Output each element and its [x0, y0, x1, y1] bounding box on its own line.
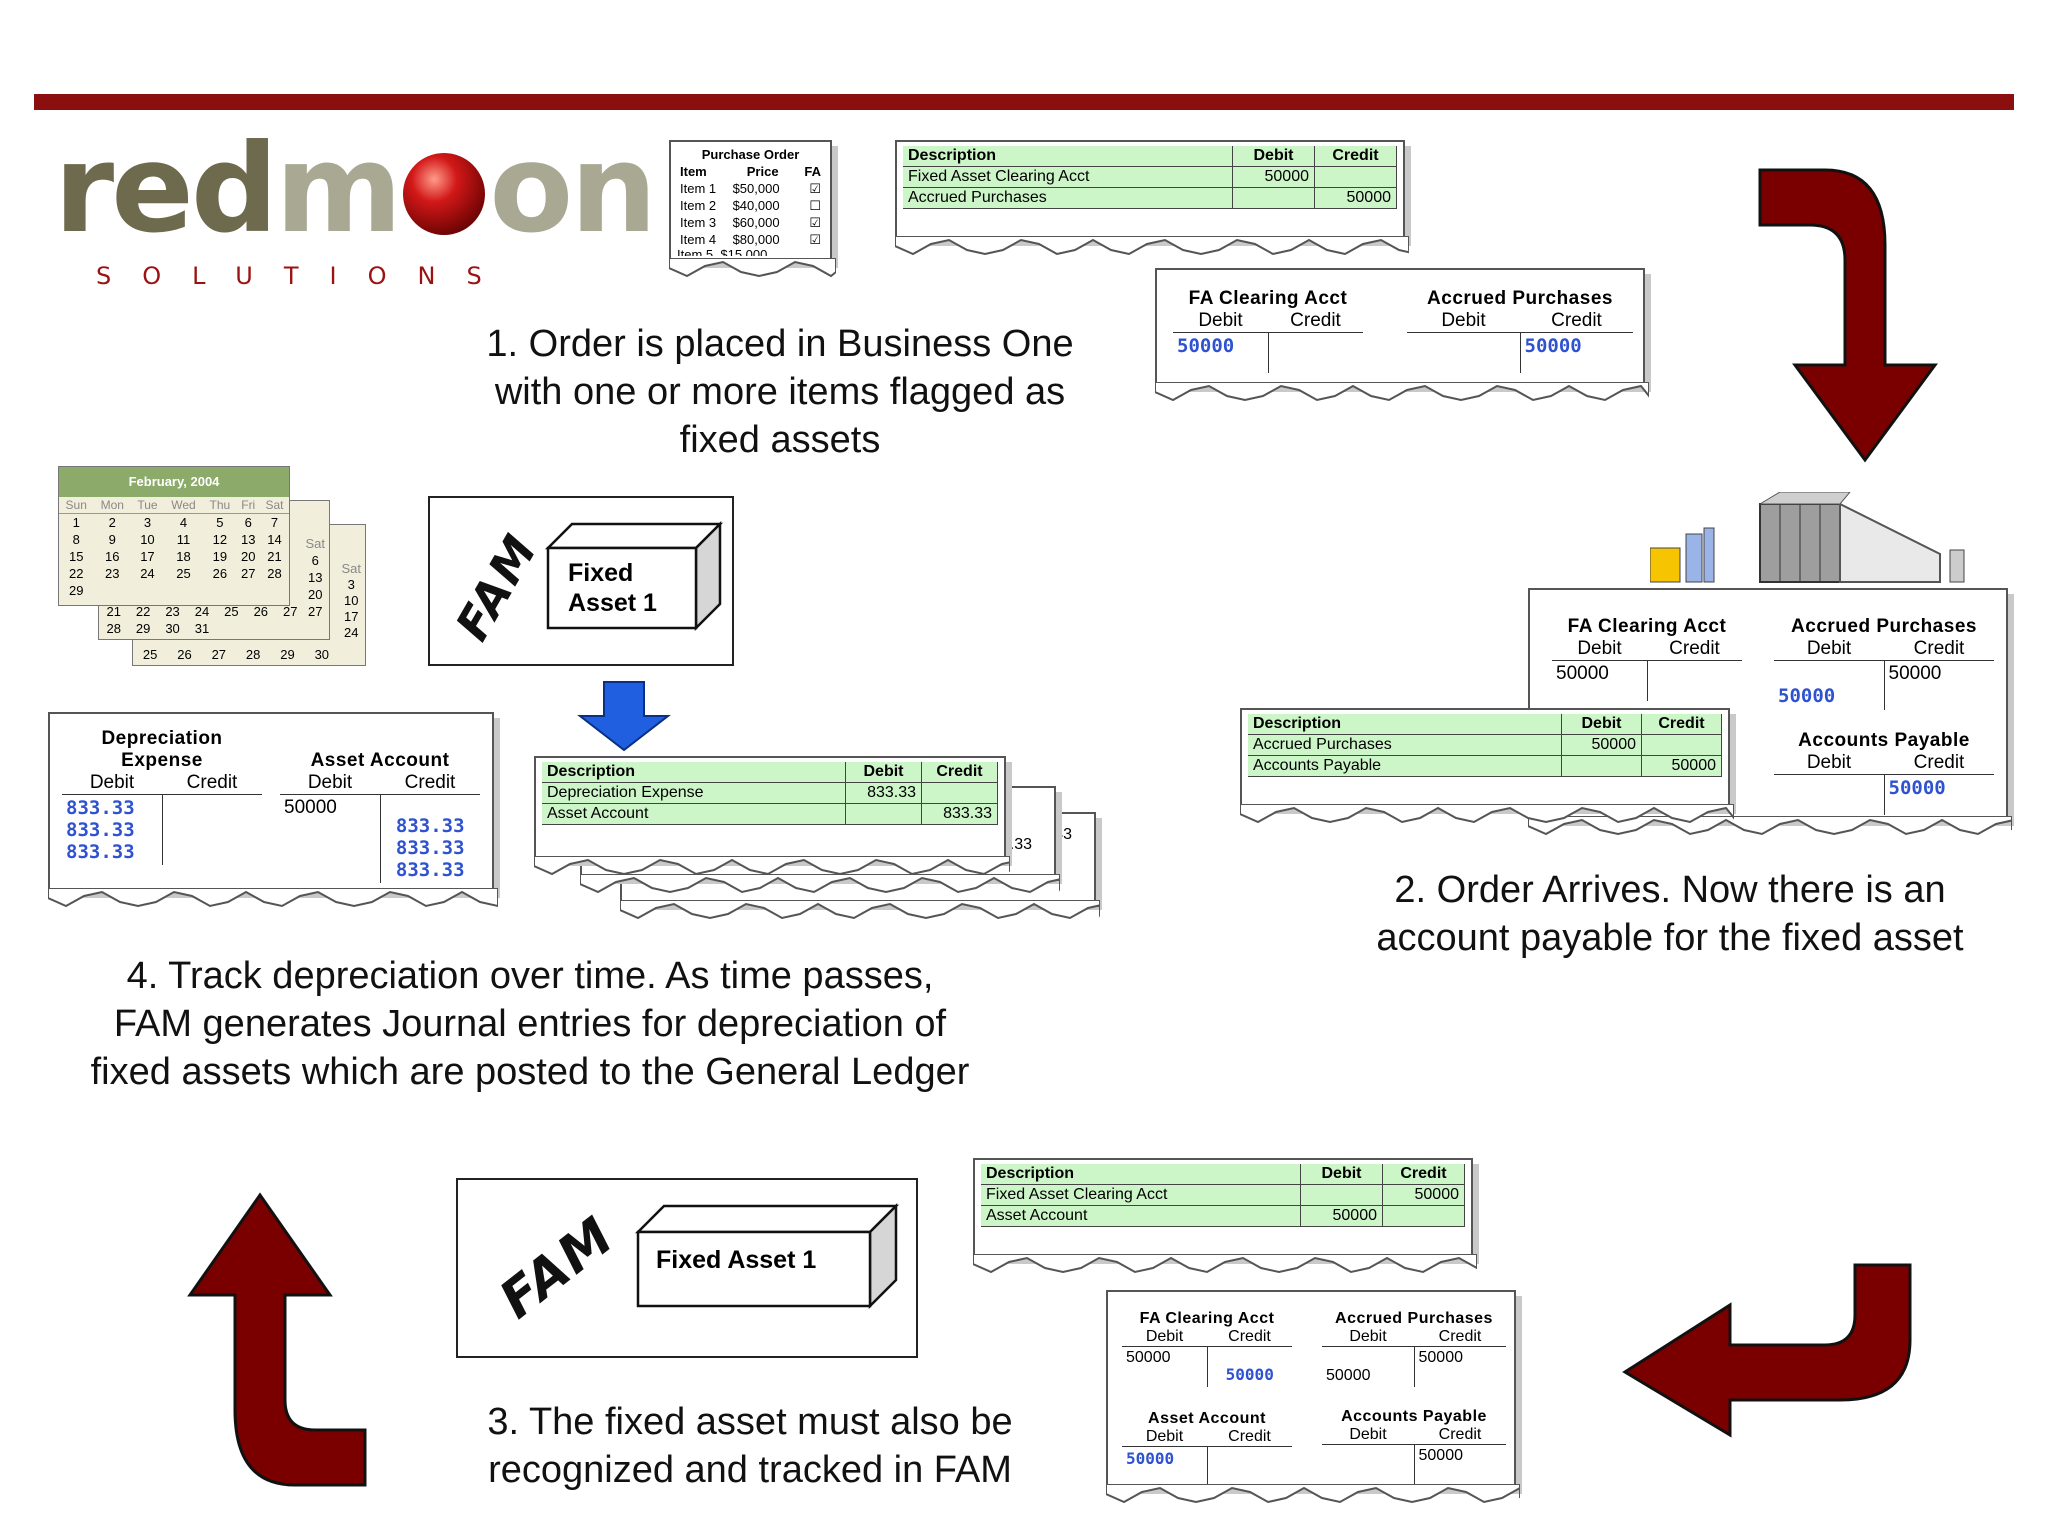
po-price: $60,000 — [732, 215, 780, 230]
fixed-asset-cube-icon — [544, 520, 724, 632]
step1-caption: 1. Order is placed in Business One with … — [486, 323, 1074, 461]
journal-header: Credit — [1314, 146, 1397, 167]
po-row: Item 2 $40,000 ☐ — [677, 197, 824, 214]
torn-edge — [1240, 804, 1734, 824]
fa-checkbox: ☑ — [809, 215, 821, 230]
journal-header: Description — [903, 146, 1233, 167]
journal-header: Debit — [1232, 146, 1315, 167]
po-item: Item 2 — [680, 198, 717, 213]
po-header: Item — [680, 164, 707, 179]
po-row: Item 4 $80,000 ☑ — [677, 231, 824, 248]
torn-edge — [580, 874, 1060, 894]
torn-edge — [973, 1254, 1477, 1274]
fa-checkbox: ☑ — [809, 181, 821, 196]
logo-tagline: SOLUTIONS — [96, 262, 513, 290]
torn-edge — [669, 258, 836, 278]
torn-edge — [534, 856, 1010, 876]
po-row: Item 3 $60,000 ☑ — [677, 214, 824, 231]
purchase-order-doc: Purchase Order Item Price FA Item 1 $50,0… — [669, 140, 836, 278]
step3-fam-box: FAM Fixed Asset 1 — [456, 1178, 918, 1358]
po-title: Purchase Order — [701, 147, 800, 162]
po-header: FA — [804, 164, 821, 179]
po-row: Item 1 $50,000 ☑ — [677, 180, 824, 197]
warehouse-truck-icon — [1650, 492, 1965, 583]
blue-down-arrow-icon — [577, 681, 671, 752]
flow-arrow-up-icon — [187, 1192, 367, 1487]
po-header: Price — [746, 164, 779, 179]
fixed-asset-cube-icon — [634, 1202, 900, 1310]
fa-checkbox: ☐ — [809, 198, 821, 213]
calendar-sat-column: Sat 3 10 17 24 — [341, 561, 361, 640]
calendar-title: February, 2004 — [59, 467, 289, 497]
step3-caption: 3. The fixed asset must also be recogniz… — [487, 1401, 1013, 1491]
moon-orb-icon — [403, 153, 486, 235]
step2-caption: 2. Order Arrives. Now there is an accoun… — [1376, 869, 1964, 959]
torn-edge — [895, 236, 1409, 256]
po-price: $80,000 — [732, 232, 780, 247]
torn-edge — [48, 888, 498, 908]
po-table: Item Price FA Item 1 $50,000 ☑ Item 2 $40,0… — [677, 163, 824, 248]
header-bar — [34, 94, 2014, 110]
fixed-asset-label: Fixed Asset 1 — [656, 1246, 817, 1274]
po-item: Item 1 — [680, 181, 717, 196]
po-row-cut: Item 5 $15,000 — [677, 248, 768, 256]
calendar-sat-column: Sat 6 13 20 27 — [305, 536, 325, 619]
flow-arrow-down-icon — [1758, 168, 1938, 463]
po-price: $40,000 — [732, 198, 780, 213]
torn-edge — [1155, 382, 1649, 402]
step4-fam-box: FAM Fixed Asset 1 — [428, 496, 734, 666]
flow-arrow-left-icon — [1622, 1263, 1912, 1438]
fam-logo: FAM — [488, 1205, 626, 1331]
step4-caption: 4. Track depreciation over time. As time… — [90, 955, 970, 1093]
fixed-asset-label: Fixed Asset 1 — [568, 559, 657, 617]
torn-edge — [1106, 1484, 1520, 1504]
torn-edge — [620, 900, 1100, 920]
fa-checkbox: ☑ — [809, 232, 821, 247]
po-item: Item 3 — [680, 215, 717, 230]
po-price: $50,000 — [732, 181, 780, 196]
torn-edge — [1528, 816, 2012, 836]
fam-logo: FAM — [444, 524, 549, 650]
po-item: Item 4 — [680, 232, 717, 247]
